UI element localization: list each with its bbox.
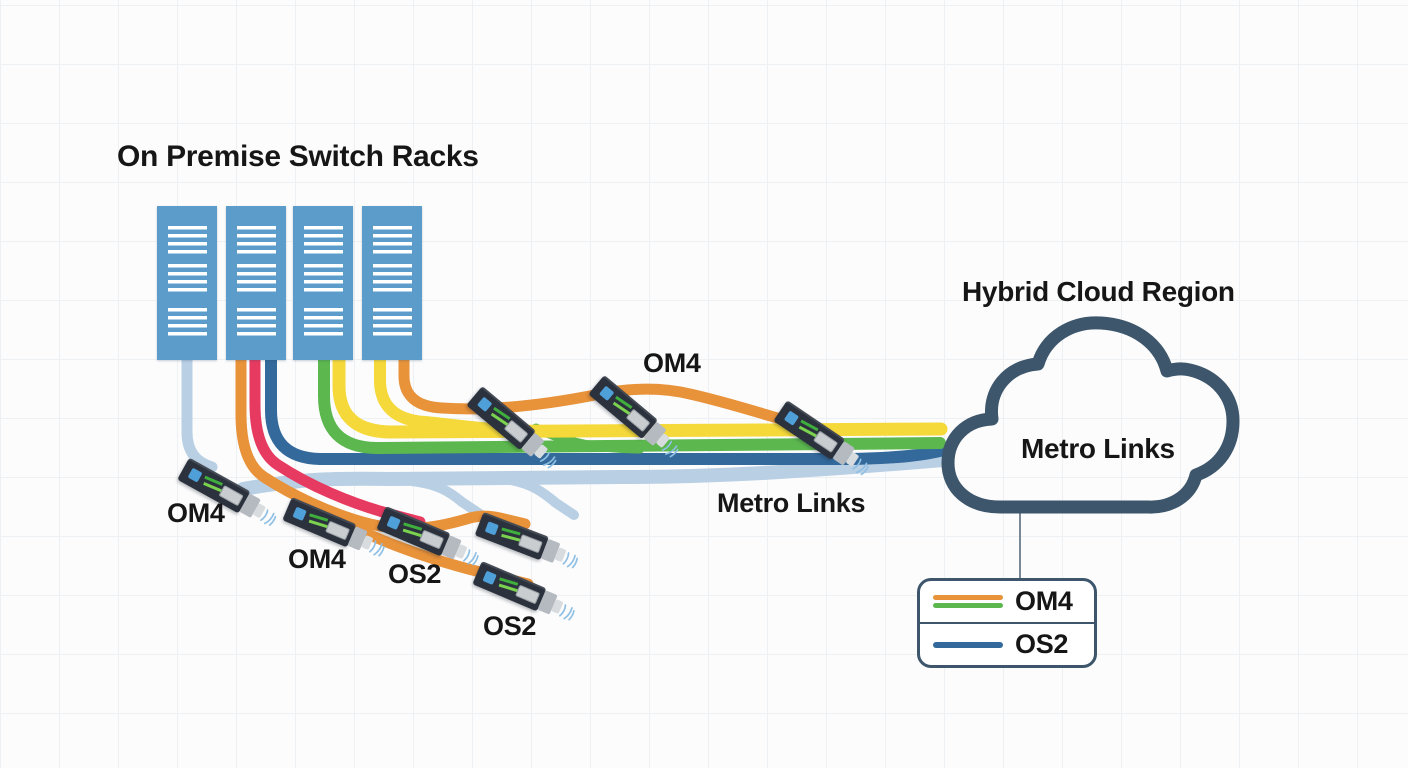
transceiver-port-icon: [783, 410, 800, 426]
legend-om4-label: OM4: [1015, 586, 1073, 616]
transceiver-label-plate: [325, 520, 351, 541]
metro-links-cable-label: Metro Links: [717, 488, 866, 518]
fiber-whiskers-icon: [260, 509, 277, 526]
legend-row-os2: OS2: [920, 622, 1094, 665]
os2-label-c: OS2: [388, 559, 442, 589]
transceiver-port-icon: [598, 385, 615, 402]
transceiver-port-icon: [187, 467, 203, 483]
om4-yellow-cable-2: [374, 352, 511, 436]
on-premise-title: On Premise Switch Racks: [117, 140, 479, 173]
fiber-whiskers-icon: [562, 552, 579, 569]
transceiver-label-plate: [503, 419, 529, 444]
legend: OM4 OS2: [917, 578, 1097, 668]
fiber-whiskers-icon: [559, 604, 575, 621]
fiber-transceiver-icon: [773, 400, 877, 482]
fiber-whiskers-icon: [463, 549, 479, 566]
light-blue-branch-1: [407, 476, 485, 519]
transceiver-label-plate: [813, 430, 839, 453]
transceiver-label-plate: [515, 584, 541, 605]
om4-yellow-cable-1: [332, 351, 948, 439]
legend-os2-label: OS2: [1015, 629, 1069, 659]
cloud-icon: [941, 316, 1240, 514]
om4-swatch-icon: [933, 595, 1003, 608]
cloud-metro-links-label: Metro Links: [1021, 433, 1175, 464]
light-blue-rack-drop: [181, 352, 218, 473]
transceiver-port-icon: [482, 570, 497, 586]
light-blue-branch-2: [500, 474, 579, 520]
cloud-region-title: Hybrid Cloud Region: [962, 276, 1235, 307]
om4-label-a: OM4: [167, 498, 225, 528]
legend-row-om4: OM4: [920, 581, 1094, 622]
fiber-transceiver-icon: [177, 457, 284, 533]
transceiver-label-plate: [517, 534, 543, 554]
fiber-transceiver-icon: [466, 386, 565, 475]
fiber-whiskers-icon: [539, 451, 557, 469]
os2-swatch-icon: [933, 641, 1003, 648]
transceiver-port-icon: [484, 521, 499, 536]
om4-orange-cable-split: [346, 521, 534, 590]
om4-label-b: OM4: [288, 544, 346, 574]
fiber-transceiver-icon: [376, 506, 486, 572]
transceiver-port-icon: [386, 515, 401, 531]
om4-red-cable: [249, 352, 426, 528]
om4-green-cable: [318, 352, 946, 455]
os2-metro-cable: [265, 352, 950, 465]
transceiver-port-icon: [292, 506, 307, 522]
fiber-whiskers-icon: [852, 458, 869, 476]
fiber-transceiver-icon: [282, 497, 392, 563]
om4-orange-cable-low: [235, 352, 531, 534]
fiber-transceiver-icon: [588, 375, 687, 464]
transceiver-label-plate: [625, 408, 651, 433]
fiber-transceiver-icon: [472, 561, 582, 627]
transceiver-port-icon: [476, 396, 493, 413]
fiber-transceiver-icon: [474, 511, 584, 575]
transceiver-label-plate: [419, 529, 445, 550]
om4-label-mid: OM4: [643, 348, 701, 378]
fiber-whiskers-icon: [661, 440, 679, 458]
os2-label-e: OS2: [483, 611, 537, 641]
fiber-whiskers-icon: [369, 540, 385, 557]
